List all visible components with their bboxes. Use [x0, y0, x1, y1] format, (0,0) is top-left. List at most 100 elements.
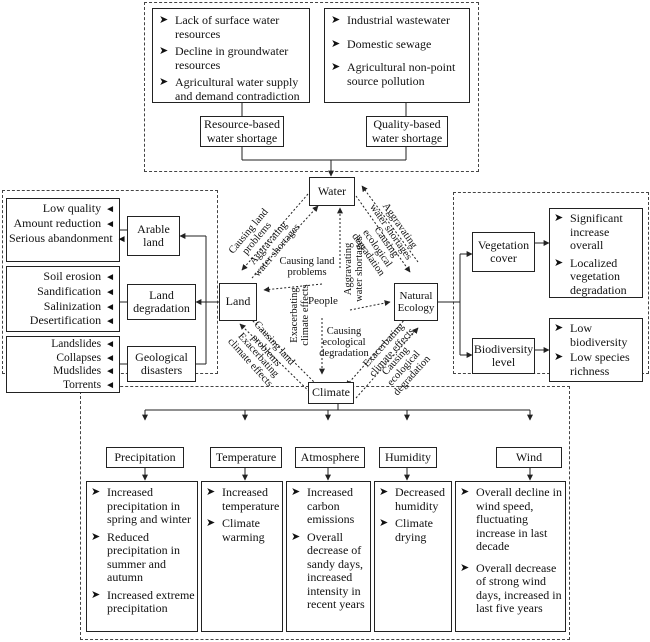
bullet-arrow-icon: ➤	[379, 486, 389, 498]
arable-land-box: Arable land	[127, 216, 180, 256]
atmosphere-items-box: ➤Increased carbon emissions ➤Overall dec…	[286, 481, 371, 632]
resource-issues-box: ➤Lack of surface water resources ➤Declin…	[152, 8, 310, 103]
list-item: ➤Climate warming	[206, 516, 265, 544]
precipitation-items-box: ➤Increased precipitation in spring and w…	[86, 481, 198, 632]
bullet-arrow-icon: ➤	[331, 14, 341, 26]
arable-items-box: Low quality◄ Amount reduction◄ Serious a…	[6, 198, 127, 262]
bullet-arrow-icon: ➤	[554, 212, 564, 224]
bullet-arrow-icon: ◄	[105, 218, 115, 230]
list-item: Landslides◄	[51, 338, 115, 350]
degradation-items-list: Soil erosion◄ Sandification◄ Salinizatio…	[9, 269, 115, 328]
bullet-arrow-icon: ◄	[105, 339, 115, 350]
list-item: Mudslides◄	[53, 365, 115, 378]
geological-disasters-box: Geological disasters	[127, 346, 196, 382]
quality-shortage-box: Quality-based water shortage	[366, 116, 448, 147]
relation-label: Causing ecological degradation	[319, 326, 369, 360]
bullet-arrow-icon: ◄	[105, 366, 115, 378]
list-item: ➤Overall decline in wind speed, fluctuat…	[460, 485, 562, 554]
list-item: ➤Localized vegetation degradation	[554, 255, 627, 297]
list-item: ➤Climate drying	[379, 516, 433, 544]
relation-label: Aggravating water shortages	[342, 236, 365, 302]
resource-issues-list: ➤Lack of surface water resources ➤Declin…	[159, 13, 305, 103]
bullet-arrow-icon: ➤	[460, 486, 470, 498]
bullet-arrow-icon: ◄	[105, 204, 115, 215]
bullet-arrow-icon: ➤	[91, 530, 101, 543]
water-node: Water	[309, 177, 355, 206]
bullet-arrow-icon: ➤	[159, 14, 169, 26]
bullet-arrow-icon: ◄	[116, 233, 127, 245]
wind-items-list: ➤Overall decline in wind speed, fluctuat…	[460, 485, 563, 616]
bullet-arrow-icon: ➤	[291, 486, 301, 498]
list-item: ➤Increased precipitation in spring and w…	[91, 485, 191, 527]
bullet-arrow-icon: ➤	[91, 588, 101, 601]
list-item: ➤Decline in groundwater resources	[159, 44, 289, 72]
wind-items-box: ➤Overall decline in wind speed, fluctuat…	[455, 481, 566, 632]
biodiversity-items-list: ➤Low biodiversity ➤Low species richness	[554, 321, 640, 378]
relation-label: Causing land problems	[279, 256, 335, 279]
bullet-arrow-icon: ➤	[331, 61, 341, 74]
biodiversity-items-box: ➤Low biodiversity ➤Low species richness	[549, 318, 643, 382]
bullet-arrow-icon: ➤	[206, 486, 216, 498]
vegetation-items-list: ➤Significant increase overall ➤Localized…	[554, 211, 640, 297]
list-item: Desertification◄	[29, 313, 115, 328]
bullet-arrow-icon: ◄	[105, 286, 115, 298]
bullet-arrow-icon: ◄	[105, 379, 115, 391]
arable-items-list: Low quality◄ Amount reduction◄ Serious a…	[9, 201, 127, 245]
climate-node: Climate	[308, 382, 354, 404]
list-item: ➤Decreased humidity	[379, 485, 445, 513]
precipitation-items-list: ➤Increased precipitation in spring and w…	[91, 485, 195, 616]
list-item: Sandification◄	[37, 283, 115, 298]
bullet-arrow-icon: ◄	[105, 352, 115, 364]
precipitation-box: Precipitation	[106, 447, 184, 468]
list-item: ➤Overall decrease of sandy days, increas…	[291, 529, 365, 612]
list-item: ➤Increased carbon emissions	[291, 485, 355, 527]
land-node: Land	[219, 283, 257, 321]
land-degradation-box: Land degradation	[127, 284, 196, 320]
quality-issues-box: ➤Industrial wastewater ➤Domestic sewage …	[324, 8, 470, 103]
list-item: ➤Increased temperature	[206, 485, 280, 513]
people-label: People	[308, 295, 338, 307]
list-item: Collapses◄	[56, 351, 115, 364]
vegetation-items-box: ➤Significant increase overall ➤Localized…	[549, 208, 643, 298]
bullet-arrow-icon: ➤	[331, 37, 341, 50]
list-item: Soil erosion◄	[43, 269, 115, 283]
bullet-arrow-icon: ➤	[206, 517, 216, 530]
atmosphere-box: Atmosphere	[295, 447, 365, 468]
bullet-arrow-icon: ◄	[105, 301, 115, 313]
bullet-arrow-icon: ➤	[554, 322, 564, 334]
water-group-frame	[144, 2, 479, 172]
humidity-items-list: ➤Decreased humidity ➤Climate drying	[379, 485, 449, 544]
bullet-arrow-icon: ➤	[554, 351, 564, 364]
resource-shortage-box: Resource-based water shortage	[200, 116, 284, 147]
vegetation-cover-box: Vegetation cover	[472, 232, 535, 272]
quality-issues-list: ➤Industrial wastewater ➤Domestic sewage …	[331, 13, 465, 88]
disasters-items-list: Landslides◄ Collapses◄ Mudslides◄ Torren…	[9, 338, 115, 392]
bullet-arrow-icon: ➤	[91, 486, 101, 498]
bullet-arrow-icon: ◄	[105, 272, 115, 283]
bullet-arrow-icon: ➤	[379, 517, 389, 530]
list-item: ➤Increased extreme precipitation	[91, 587, 195, 616]
humidity-items-box: ➤Decreased humidity ➤Climate drying	[374, 481, 452, 632]
bullet-arrow-icon: ➤	[291, 530, 301, 543]
temperature-box: Temperature	[210, 447, 282, 468]
list-item: ➤Significant increase overall	[554, 211, 623, 253]
humidity-box: Humidity	[379, 447, 437, 468]
list-item: ➤Overall decrease of strong wind days, i…	[460, 560, 562, 616]
list-item: ➤Low species richness	[554, 350, 630, 378]
atmosphere-items-list: ➤Increased carbon emissions ➤Overall dec…	[291, 485, 368, 612]
degradation-items-box: Soil erosion◄ Sandification◄ Salinizatio…	[6, 266, 120, 332]
list-item: ➤Agricultural non-point source pollution	[331, 60, 456, 88]
list-item: Salinization◄	[43, 298, 115, 313]
bullet-arrow-icon: ◄	[105, 316, 115, 328]
natural-ecology-node: Natural Ecology	[394, 283, 438, 321]
biodiversity-level-box: Biodiversity level	[472, 338, 535, 374]
temperature-items-list: ➤Increased temperature ➤Climate warming	[206, 485, 280, 544]
list-item: Serious abandonment◄	[9, 230, 127, 245]
list-item: ➤Domestic sewage	[331, 36, 432, 51]
list-item: ➤Lack of surface water resources	[159, 13, 280, 41]
bullet-arrow-icon: ➤	[159, 76, 169, 89]
temperature-items-box: ➤Increased temperature ➤Climate warming	[201, 481, 283, 632]
bullet-arrow-icon: ➤	[460, 561, 470, 574]
bullet-arrow-icon: ➤	[554, 256, 564, 269]
